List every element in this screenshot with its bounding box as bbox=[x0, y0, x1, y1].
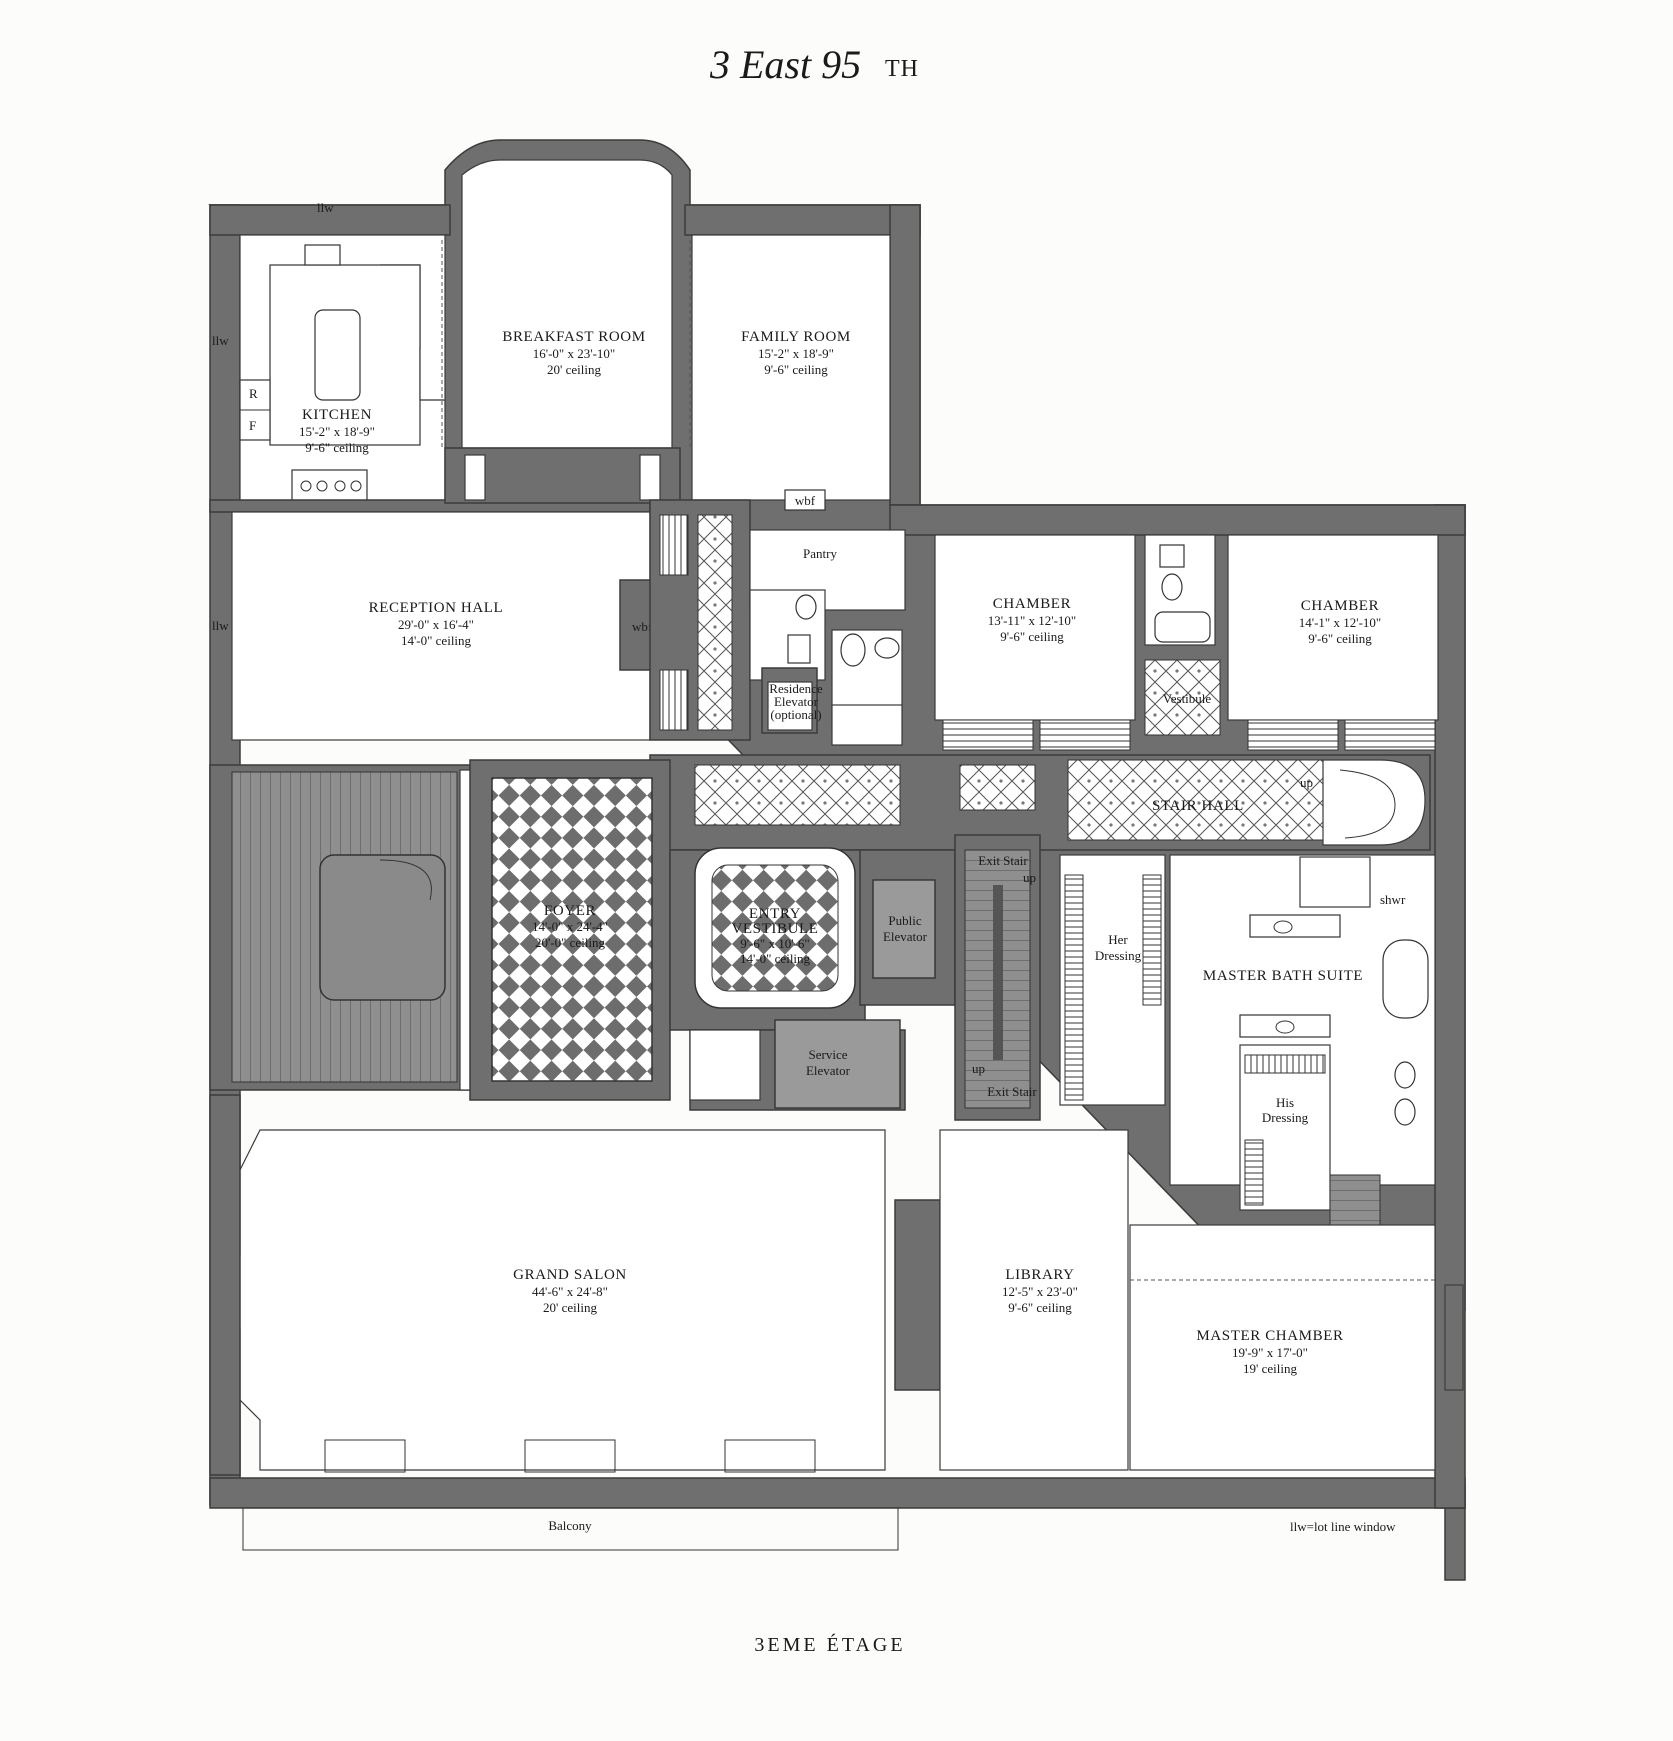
grand-salon: GRAND SALON 44'-6" x 24'-8" 20' ceiling bbox=[209, 1094, 941, 1476]
foyer-dims: 14'-0" x 24'-4" bbox=[532, 919, 608, 934]
library-dims: 12'-5" x 23'-0" bbox=[1002, 1284, 1078, 1299]
service-corridor: Pantry Residence Elevator (optional) bbox=[649, 499, 906, 746]
residence-elevator-line2: Elevator bbox=[774, 694, 819, 709]
public-elevator-line2: Elevator bbox=[883, 929, 928, 944]
floor-label-text: 3EME ÉTAGE bbox=[754, 1633, 905, 1656]
elevator-core: Public Elevator Service Elevator bbox=[689, 849, 956, 1111]
entry-vestibule: ENTRY VESTIBULE 9'-6" x 10'-6" 14'-0" ce… bbox=[669, 847, 866, 1031]
her-dressing-line1: Her bbox=[1108, 932, 1128, 947]
floor-label: 3EME ÉTAGE bbox=[754, 1633, 905, 1656]
chamber-2: CHAMBER 14'-1" x 12'-10" 9'-6" ceiling bbox=[1227, 534, 1439, 751]
stair-hall-gallery: STAIR HALL up bbox=[649, 754, 1431, 851]
his-dressing: His Dressing up bbox=[1239, 1044, 1383, 1243]
family-room-ceiling: 9'-6" ceiling bbox=[764, 362, 828, 377]
kitchen-ceiling: 9'-6" ceiling bbox=[305, 440, 369, 455]
exit-stair-top-label: Exit Stair bbox=[978, 853, 1028, 868]
exit-stair-up-bottom: up bbox=[972, 1061, 985, 1076]
legend-text: llw=lot line window bbox=[1290, 1519, 1396, 1534]
grand-salon-name: GRAND SALON bbox=[513, 1267, 627, 1283]
master-chamber-dims: 19'-9" x 17'-0" bbox=[1232, 1345, 1308, 1360]
family-wbf-label: wbf bbox=[795, 493, 816, 508]
exit-stair-bottom-label: Exit Stair bbox=[987, 1084, 1037, 1099]
residence-elevator-line1: Residence bbox=[769, 681, 823, 696]
chamber-2-dims: 14'-1" x 12'-10" bbox=[1299, 615, 1381, 630]
reception-hall: wbf llw RECEPTION HALL 29'-0" x 16'-4" 1… bbox=[212, 511, 656, 741]
reception-hall-dims: 29'-0" x 16'-4" bbox=[398, 617, 474, 632]
master-chamber-name: MASTER CHAMBER bbox=[1196, 1328, 1343, 1344]
entry-vestibule-ceiling: 14'-0" ceiling bbox=[740, 951, 811, 966]
reception-hall-ceiling: 14'-0" ceiling bbox=[401, 633, 472, 648]
stair-hall-label: STAIR HALL bbox=[1152, 798, 1244, 814]
reception-hall-name: RECEPTION HALL bbox=[369, 600, 504, 616]
kitchen-dims: 15'-2" x 18'-9" bbox=[299, 424, 375, 439]
exit-stair: Exit Stair up up Exit Stair bbox=[954, 834, 1041, 1121]
stair-hall-up-label: up bbox=[1300, 775, 1313, 790]
breakfast-room-dims: 16'-0" x 23'-10" bbox=[533, 346, 615, 361]
breakfast-room-name: BREAKFAST ROOM bbox=[502, 329, 645, 345]
chamber-1-name: CHAMBER bbox=[993, 596, 1071, 612]
kitchen-llw-label: llw bbox=[317, 200, 334, 215]
breakfast-room-ceiling: 20' ceiling bbox=[547, 362, 601, 377]
kitchen-room: llw llw R F KITCHEN 15'-2" x 18'-9" 9'-6… bbox=[212, 200, 446, 506]
chamber-2-ceiling: 9'-6" ceiling bbox=[1308, 631, 1372, 646]
chamber-1-dims: 13'-11" x 12'-10" bbox=[988, 613, 1076, 628]
master-chamber-ceiling: 19' ceiling bbox=[1243, 1361, 1297, 1376]
library-ceiling: 9'-6" ceiling bbox=[1008, 1300, 1072, 1315]
public-elevator-line1: Public bbox=[888, 913, 921, 928]
foyer-name: FOYER bbox=[544, 903, 596, 919]
residence-elevator: Residence Elevator (optional) bbox=[769, 681, 823, 722]
grand-salon-ceiling: 20' ceiling bbox=[543, 1300, 597, 1315]
title-suffix: TH bbox=[885, 56, 919, 82]
his-dressing-line2: Dressing bbox=[1262, 1110, 1309, 1125]
entry-vestibule-name: ENTRY bbox=[749, 906, 801, 922]
his-dressing-line1: His bbox=[1276, 1095, 1294, 1110]
kitchen-side-llw-label: llw bbox=[212, 333, 229, 348]
service-elevator-line1: Service bbox=[809, 1047, 848, 1062]
foyer-ceiling: 20'-0" ceiling bbox=[535, 935, 606, 950]
her-dressing-line2: Dressing bbox=[1095, 948, 1142, 963]
entry-vestibule-name2: VESTIBULE bbox=[731, 921, 818, 937]
grand-staircase bbox=[209, 764, 473, 1091]
reception-wbf-label: wbf bbox=[632, 619, 653, 634]
balcony: Balcony bbox=[242, 1507, 899, 1551]
family-room: wbf FAMILY ROOM 15'-2" x 18'-9" 9'-6" ce… bbox=[691, 234, 891, 511]
library: LIBRARY 12'-5" x 23'-0" 9'-6" ceiling bbox=[939, 1129, 1129, 1471]
fridge-label: R bbox=[249, 386, 258, 401]
kitchen-name: KITCHEN bbox=[302, 407, 372, 423]
grand-salon-dims: 44'-6" x 24'-8" bbox=[532, 1284, 608, 1299]
entry-vestibule-dims: 9'-6" x 10'-6" bbox=[740, 936, 809, 951]
freezer-label: F bbox=[249, 418, 256, 433]
her-dressing: Her Dressing bbox=[1059, 854, 1166, 1106]
reception-llw-label: llw bbox=[212, 618, 229, 633]
vestibule-label: Vestibule bbox=[1163, 691, 1212, 706]
service-elevator-line2: Elevator bbox=[806, 1063, 851, 1078]
chamber-1: CHAMBER 13'-11" x 12'-10" 9'-6" ceiling bbox=[934, 534, 1136, 751]
residence-elevator-line3: (optional) bbox=[770, 707, 821, 722]
balcony-label: Balcony bbox=[548, 1518, 592, 1533]
family-room-dims: 15'-2" x 18'-9" bbox=[758, 346, 834, 361]
shower-label: shwr bbox=[1380, 892, 1406, 907]
family-room-name: FAMILY ROOM bbox=[741, 329, 851, 345]
upper-bath: Vestibule bbox=[1144, 534, 1221, 736]
chamber-1-ceiling: 9'-6" ceiling bbox=[1000, 629, 1064, 644]
foyer: FOYER 14'-0" x 24'-4" 20'-0" ceiling bbox=[469, 759, 671, 1101]
master-bath-name: MASTER BATH SUITE bbox=[1203, 968, 1363, 984]
chamber-2-name: CHAMBER bbox=[1301, 598, 1379, 614]
plan-title: 3 East 95 TH bbox=[709, 42, 919, 87]
breakfast-room: BREAKFAST ROOM 16'-0" x 23'-10" 20' ceil… bbox=[441, 159, 691, 449]
exit-stair-up-top: up bbox=[1023, 870, 1036, 885]
pantry-label: Pantry bbox=[803, 546, 837, 561]
library-name: LIBRARY bbox=[1005, 1267, 1074, 1283]
master-chamber: MASTER CHAMBER 19'-9" x 17'-0" 19' ceili… bbox=[1129, 1224, 1464, 1471]
title-main: 3 East 95 bbox=[709, 42, 861, 87]
